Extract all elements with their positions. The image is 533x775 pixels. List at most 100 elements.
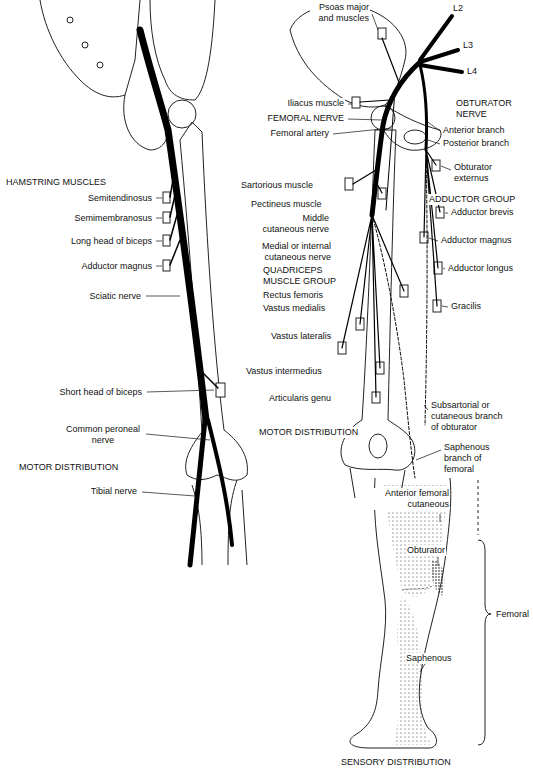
part-label: Adductor magnus (80, 261, 153, 272)
part-label: Saphenous (405, 653, 453, 664)
leader-line (333, 14, 451, 460)
sacral-foramen (82, 42, 88, 48)
ilium (150, 0, 215, 100)
part-label: Sartorious muscle (240, 180, 314, 191)
fibula (242, 490, 247, 565)
femoral-nerve (372, 62, 420, 215)
muscle-tag (163, 235, 170, 246)
tibial-nerve (190, 420, 205, 565)
part-label: Anterior femoral cutaneous (373, 488, 450, 510)
leg-outline (350, 478, 451, 748)
sacral-foramen (67, 17, 73, 23)
part-label: Femoral artery (269, 128, 330, 139)
muscle-tag (378, 28, 386, 39)
muscle-tag (345, 178, 353, 190)
part-label: L4 (466, 66, 478, 77)
part-label: Posterior branch (442, 138, 510, 149)
part-label: Adductor brevis (450, 207, 515, 218)
nerve-branch (342, 38, 440, 397)
leader-line (348, 119, 382, 120)
part-label: Gracilis (450, 301, 482, 312)
muscle-tag (216, 383, 225, 397)
part-label: Tibial nerve (90, 486, 138, 497)
femoral-head (168, 100, 196, 128)
part-label: QUADRICEPS MUSCLE GROUP (262, 265, 339, 287)
part-label: SENSORY DISTRIBUTION (340, 757, 452, 768)
sacral-foramen (97, 62, 103, 68)
leader-line (441, 166, 451, 170)
leader-line (425, 120, 440, 131)
leader-line (443, 268, 445, 269)
leader-line (333, 128, 391, 134)
femoral-bracket (478, 480, 479, 535)
obturator-nerve (420, 65, 427, 150)
part-label: FEMORAL NERVE (266, 113, 345, 124)
subsartorial-branch (425, 150, 427, 425)
part-label: Iliacus muscle (286, 98, 345, 109)
nerve-root (420, 16, 462, 72)
part-label: Middle cutaneous nerve (260, 213, 330, 235)
part-label: OBTURATOR NERVE (455, 98, 519, 120)
leader-line (416, 450, 441, 460)
part-label: Vastus lateralis (270, 331, 332, 342)
obturator-foramen (404, 130, 426, 144)
leader-line (348, 104, 352, 105)
part-label: Rectus femoris (262, 290, 324, 301)
part-label: Obturator (406, 545, 446, 556)
part-label: Obturator externus (453, 162, 515, 184)
part-label: L3 (462, 40, 474, 51)
part-label: HAMSTRING MUSCLES (5, 177, 107, 188)
leader-line (445, 213, 448, 214)
leader-line (428, 140, 440, 144)
leader-line (146, 296, 180, 297)
sciatic-nerve (140, 30, 206, 420)
part-label: MOTOR DISTRIBUTION (18, 462, 119, 473)
patella (369, 434, 387, 458)
leader-line (372, 14, 378, 30)
nerve-branch (170, 180, 218, 388)
part-label: Subsartorial or cutaneous branch of obtu… (430, 400, 507, 432)
part-label: Pectineus muscle (250, 199, 323, 210)
common-peroneal-nerve (208, 420, 232, 545)
leader-line (429, 238, 438, 241)
nerve (140, 30, 232, 565)
muscle-tag (338, 28, 444, 403)
part-label: Saphenous branch of femoral (443, 442, 500, 474)
leader-line (442, 306, 448, 307)
part-label: Psoas major and muscles (310, 2, 370, 24)
part-label: Semitendinosus (87, 193, 153, 204)
femoral-artery (386, 90, 395, 210)
muscle-tag (163, 260, 170, 271)
leader-line (424, 405, 428, 410)
part-label: Vastus intermedius (245, 366, 323, 377)
part-label: Anterior branch (442, 125, 506, 136)
part-label: ADDUCTOR GROUP (428, 194, 516, 205)
part-label: Articularis genu (268, 393, 332, 404)
femoral-bracket (478, 540, 491, 745)
leg-outline (350, 478, 491, 748)
part-label: Common peroneal nerve (62, 424, 144, 446)
muscle-tag (163, 212, 170, 223)
muscle-tag (352, 97, 360, 108)
saphenous-area (393, 595, 432, 745)
area-border (402, 585, 434, 590)
part-label: L2 (452, 3, 464, 14)
leader-line (147, 390, 214, 392)
bone-outline (40, 0, 247, 565)
part-label: Adductor longus (447, 263, 514, 274)
muscle-tag (163, 192, 170, 203)
sacrum (40, 0, 140, 97)
part-label: Semimembranosus (73, 213, 153, 224)
leader-line (146, 434, 210, 440)
part-label: Short head of biceps (58, 387, 143, 398)
leader-line (156, 198, 162, 266)
part-label: Adductor magnus (440, 235, 513, 246)
part-label: Vastus medialis (262, 303, 326, 314)
part-label: Medial or internal cutaneous nerve (230, 241, 332, 263)
saphenous-branch (372, 215, 415, 478)
part-label: Sciatic nerve (88, 291, 142, 302)
leader-line (420, 514, 440, 672)
part-label: MOTOR DISTRIBUTION (258, 427, 359, 438)
leader-line (142, 492, 195, 496)
